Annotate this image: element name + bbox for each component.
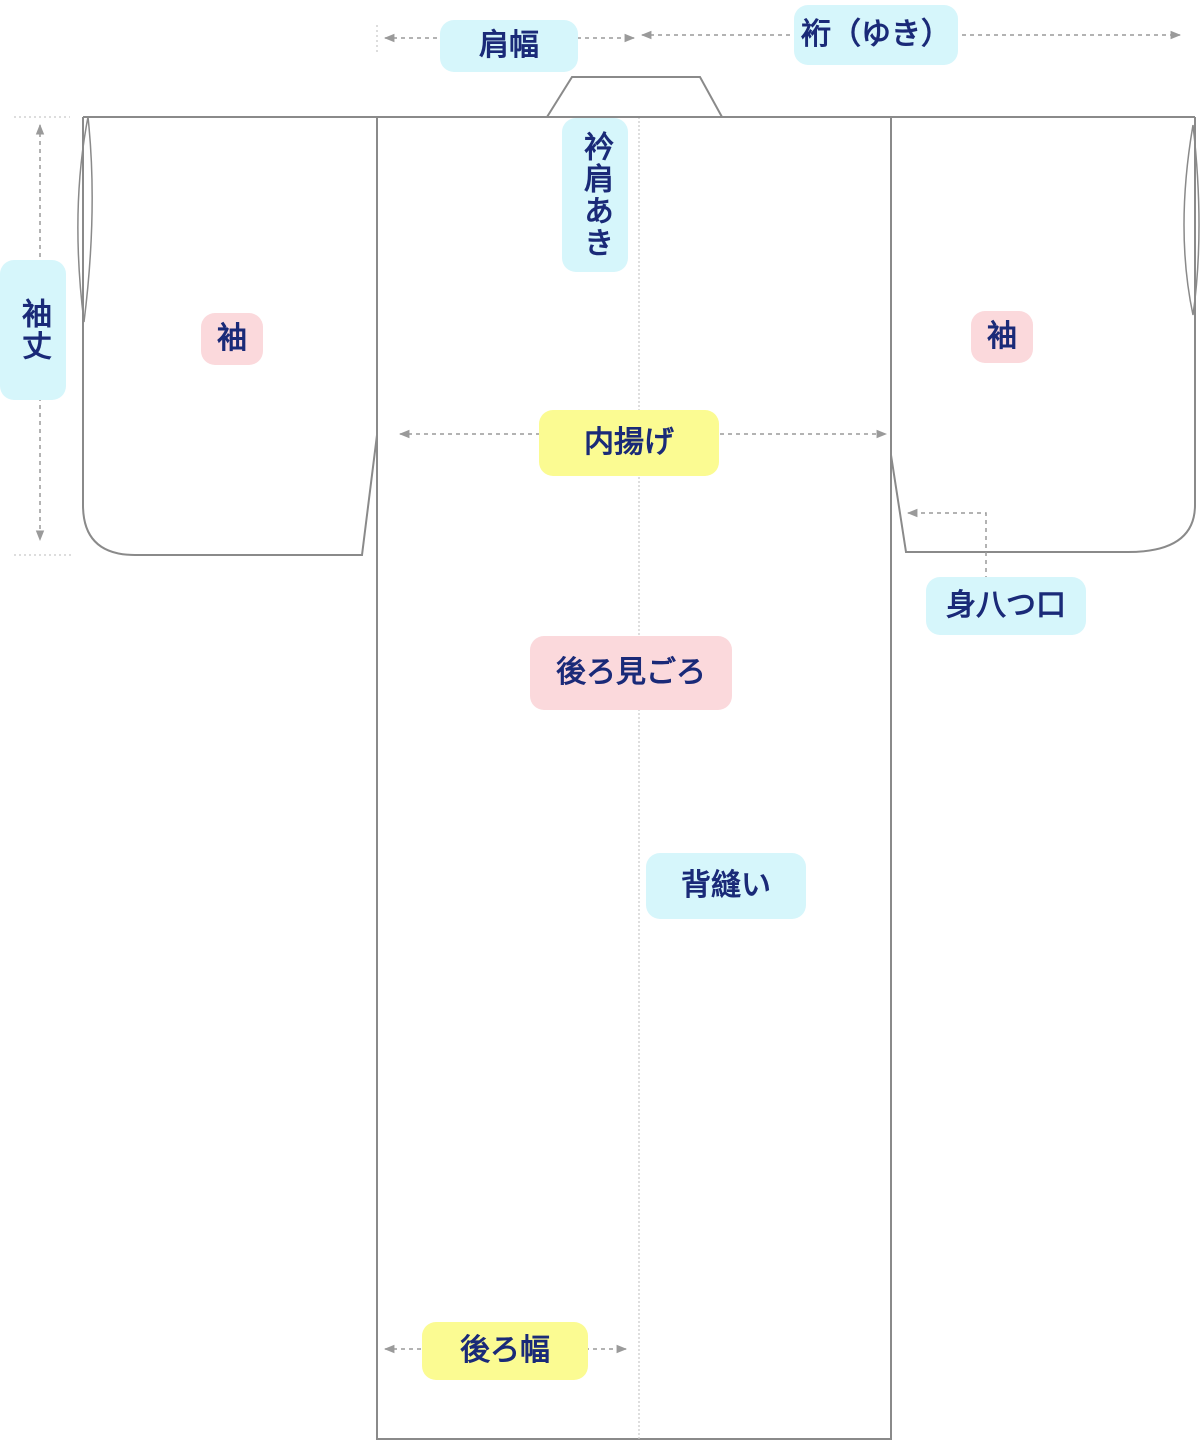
left-sleeve <box>82 117 378 556</box>
miyatsukuchi-leader <box>906 508 987 580</box>
right-sleeve-opening <box>1183 124 1200 316</box>
collar <box>546 76 723 118</box>
right-sleeve <box>890 117 1196 553</box>
yuki-label: 裄（ゆき） <box>794 5 958 65</box>
eri-kataaki-label: 衿肩あき <box>562 118 628 272</box>
uchiage-label: 内揚げ <box>539 410 719 476</box>
katahaba-label: 肩幅 <box>440 20 578 72</box>
sode-left-label: 袖 <box>201 313 263 365</box>
senui-label: 背縫い <box>646 853 806 919</box>
sodetake-label: 袖丈 <box>0 260 66 400</box>
body-panel <box>376 116 892 1440</box>
ushirohaba-label: 後ろ幅 <box>422 1322 588 1380</box>
ushiromigoro-label: 後ろ見ごろ <box>530 636 732 710</box>
miyatsukuchi-label: 身八つ口 <box>926 577 1086 635</box>
left-sleeve-opening <box>77 116 93 323</box>
sode-right-label: 袖 <box>971 311 1033 363</box>
